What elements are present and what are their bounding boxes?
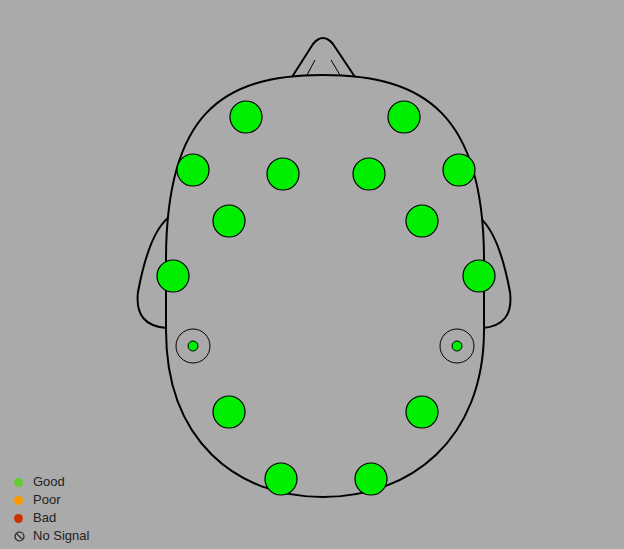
legend-swatch <box>14 496 23 505</box>
legend-text: Bad <box>33 509 56 527</box>
electrode <box>230 101 262 133</box>
reference-dot <box>452 341 462 351</box>
legend-swatch <box>14 478 23 487</box>
nose-line <box>331 60 340 75</box>
electrode <box>213 205 245 237</box>
no-signal-symbol <box>14 531 25 542</box>
reference-ring <box>440 329 474 363</box>
legend-swatch <box>14 514 23 523</box>
reference-ring <box>176 329 210 363</box>
legend-row: Bad <box>14 509 89 527</box>
legend-text: Good <box>33 473 65 491</box>
electrode <box>265 463 297 495</box>
legend-row: No Signal <box>14 527 89 545</box>
head-outline <box>166 75 484 497</box>
legend-text: No Signal <box>33 527 89 545</box>
legend-row: Poor <box>14 491 89 509</box>
electrode <box>388 101 420 133</box>
electrode <box>177 154 209 186</box>
electrode <box>213 396 245 428</box>
electrode <box>443 154 475 186</box>
legend-row: Good <box>14 473 89 491</box>
electrode <box>355 463 387 495</box>
nose-outline <box>292 38 355 77</box>
electrode <box>267 158 299 190</box>
electrodes <box>157 101 495 495</box>
reference-dot <box>188 341 198 351</box>
reference-electrodes <box>176 329 474 363</box>
nose-line <box>307 60 315 75</box>
electrode <box>157 260 189 292</box>
electrode <box>353 158 385 190</box>
electrode <box>406 396 438 428</box>
legend-text: Poor <box>33 491 60 509</box>
electrode <box>406 205 438 237</box>
electrode <box>463 260 495 292</box>
legend: GoodPoorBadNo Signal <box>14 473 89 545</box>
